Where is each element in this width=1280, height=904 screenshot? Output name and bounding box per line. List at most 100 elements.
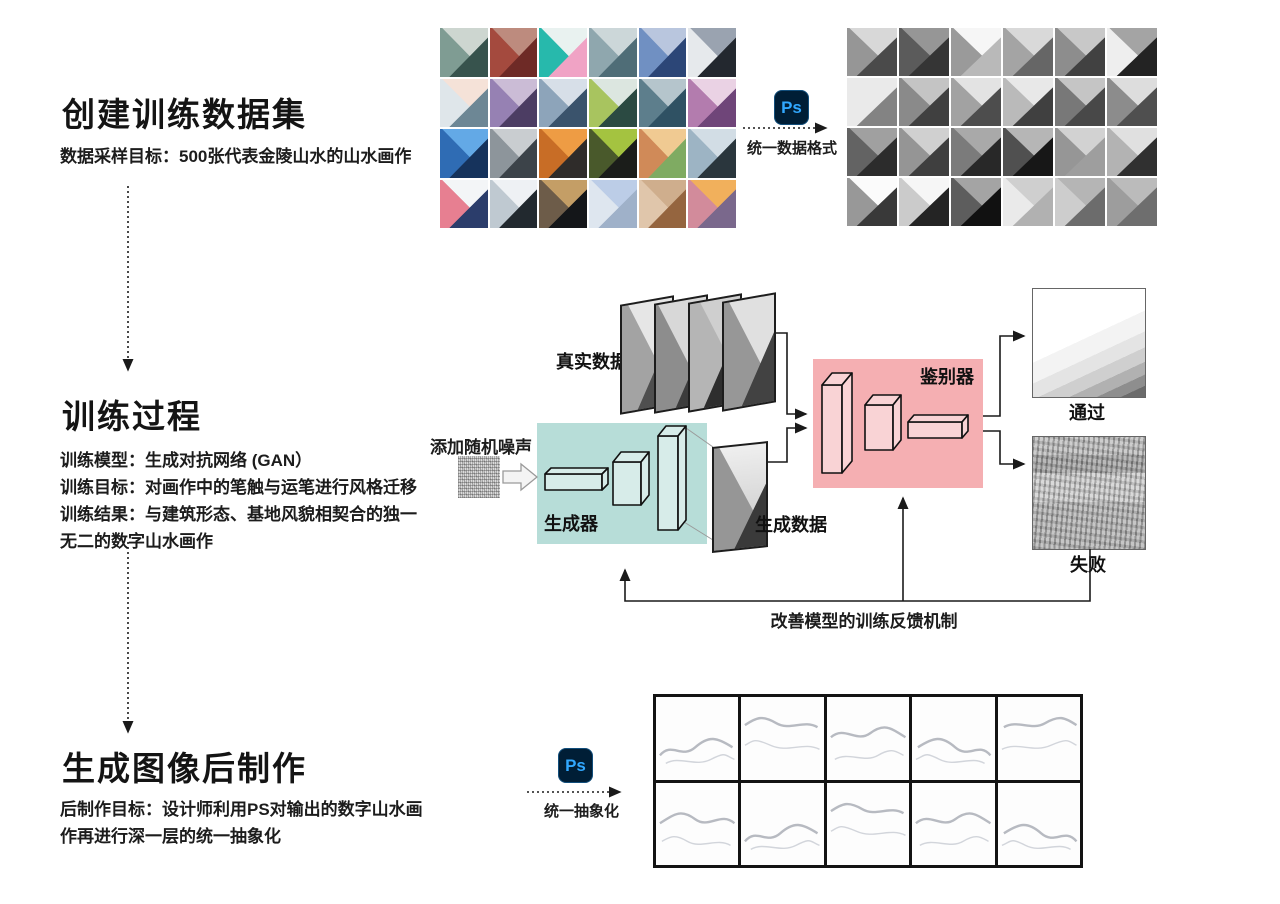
painting-thumbnail (589, 179, 637, 228)
grayscale-thumbnail (899, 128, 949, 176)
painting-thumbnail (539, 129, 587, 178)
unify-format-label: 统一数据格式 (747, 140, 838, 157)
noise-label: 添加随机噪声 (430, 438, 532, 457)
sketch-lines (1001, 716, 1077, 750)
noise-arrow (502, 462, 539, 492)
sketch-lines (830, 802, 906, 836)
discriminator-to-pass-arrow (983, 330, 1026, 417)
training-line-model: 训练模型：生成对抗网络 (GAN） (60, 451, 313, 470)
section-title-dataset: 创建训练数据集 (62, 96, 307, 133)
grayscale-thumbnail (1055, 128, 1105, 176)
sketch-cell (997, 782, 1080, 865)
grayscale-paintings-grid (847, 28, 1157, 226)
pass-label: 通过 (1069, 403, 1105, 423)
training-details: 训练模型：生成对抗网络 (GAN） 训练目标：对画作中的笔触与运笔进行风格迁移 … (60, 447, 432, 555)
abstract-sketches-grid (653, 694, 1083, 868)
painting-thumbnail (589, 129, 637, 178)
painting-thumbnail (489, 179, 538, 228)
sketch-cell (656, 782, 739, 865)
painting-thumbnail (638, 78, 687, 127)
sketch-cell (826, 697, 910, 780)
painting-thumbnail (440, 129, 488, 178)
fail-label: 失败 (1070, 555, 1106, 575)
grayscale-thumbnail (1107, 178, 1157, 226)
sketch-cell (656, 697, 739, 780)
painting-thumbnail (688, 129, 736, 178)
grayscale-thumbnail (1055, 178, 1105, 226)
feedback-label: 改善模型的训练反馈机制 (770, 612, 958, 631)
sketch-lines (915, 811, 992, 846)
grayscale-thumbnail (1107, 28, 1157, 76)
grayscale-thumbnail (847, 78, 897, 126)
sketch-cell (826, 782, 910, 865)
grayscale-thumbnail (899, 178, 949, 226)
painting-thumbnail (589, 78, 637, 127)
sketch-cell (741, 782, 824, 865)
painting-thumbnail (539, 28, 587, 77)
grayscale-thumbnail (1055, 28, 1105, 76)
grayscale-thumbnail (899, 78, 949, 126)
real-data-label: 真实数据 (556, 352, 628, 372)
grayscale-thumbnail (1055, 78, 1105, 126)
painting-thumbnail (539, 179, 587, 228)
sketch-lines (659, 737, 735, 765)
painting-thumbnail (440, 78, 488, 127)
grayscale-thumbnail (847, 128, 897, 176)
grayscale-thumbnail (951, 28, 1001, 76)
sketch-cell (912, 697, 995, 780)
painting-thumbnail (440, 179, 488, 228)
painting-thumbnail (440, 28, 488, 77)
generated-data-label: 生成数据 (755, 515, 827, 535)
sketch-cell (997, 697, 1080, 780)
discriminator-label: 鉴别器 (920, 367, 974, 387)
grayscale-thumbnail (1003, 128, 1053, 176)
training-line-goal: 训练目标：对画作中的笔触与运笔进行风格迁移 (60, 478, 417, 497)
grayscale-thumbnail (1107, 78, 1157, 126)
discriminator-to-fail-arrow (983, 430, 1026, 470)
dataset-subtitle: 数据采样目标：500张代表金陵山水的山水画作 (60, 147, 412, 166)
fail-image (1032, 436, 1146, 550)
painting-thumbnail (489, 28, 538, 77)
sketch-lines (1001, 823, 1077, 850)
unify-abstraction-label: 统一抽象化 (544, 803, 620, 820)
sketch-lines (829, 726, 906, 761)
sketch-cell (741, 697, 824, 780)
painting-thumbnail (688, 28, 736, 77)
section-title-postprocess: 生成图像后制作 (62, 750, 307, 787)
painting-thumbnail (589, 28, 637, 77)
grayscale-thumbnail (951, 78, 1001, 126)
grayscale-thumbnail (1003, 78, 1053, 126)
generator-label: 生成器 (544, 514, 598, 534)
painting-thumbnail (688, 78, 736, 127)
sketch-lines (744, 716, 821, 750)
grayscale-thumbnail (1003, 28, 1053, 76)
painting-thumbnail (489, 78, 538, 127)
grayscale-thumbnail (1107, 128, 1157, 176)
real-data-image (722, 292, 776, 412)
grayscale-thumbnail (847, 28, 897, 76)
painting-thumbnail (638, 28, 687, 77)
postprocess-details: 后制作目标：设计师利用PS对输出的数字山水画作再进行深一层的统一抽象化 (60, 800, 423, 846)
painting-thumbnail (638, 179, 687, 228)
sketch-lines (659, 811, 736, 846)
painting-thumbnail (539, 78, 587, 127)
painting-thumbnail (489, 129, 538, 178)
feedback-to-generator-arrow (619, 549, 1091, 602)
section-title-training: 训练过程 (62, 398, 202, 435)
grayscale-thumbnail (847, 178, 897, 226)
generated-to-discriminator-arrow (766, 422, 808, 463)
painting-thumbnail (638, 129, 687, 178)
sketch-cell (912, 782, 995, 865)
grayscale-thumbnail (899, 28, 949, 76)
photoshop-icon: Ps (774, 90, 809, 125)
photoshop-icon: Ps (558, 748, 593, 783)
noise-image (458, 456, 500, 498)
grayscale-thumbnail (951, 128, 1001, 176)
pass-image (1032, 288, 1146, 398)
training-line-result: 训练结果：与建筑形态、基地风貌相契合的独一无二的数字山水画作 (60, 505, 417, 551)
grayscale-thumbnail (1003, 178, 1053, 226)
sketch-lines (744, 823, 821, 850)
training-paintings-grid (440, 28, 736, 228)
painting-thumbnail (688, 179, 736, 228)
